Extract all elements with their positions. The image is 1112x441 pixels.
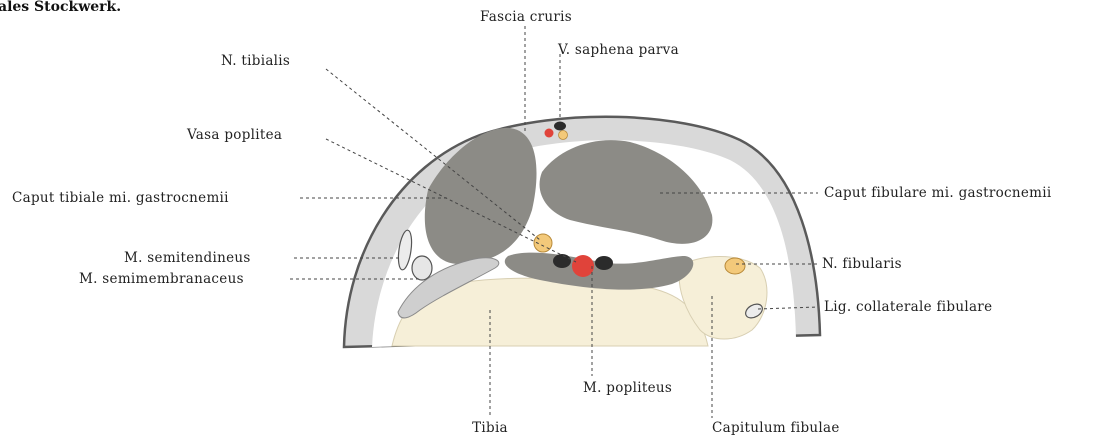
label-m-semitendineus: M. semitendineus — [124, 250, 251, 266]
label-n-tibialis: N. tibialis — [221, 53, 290, 69]
label-v-saphena-parva: V. saphena parva — [557, 42, 679, 58]
header-fragment: ales Stockwerk. — [0, 0, 121, 15]
label-vasa-poplitea: Vasa poplitea — [186, 127, 282, 143]
m-semimembranaceus-tendon — [412, 256, 432, 280]
label-caput-fibulare: Caput fibulare mi. gastrocnemii — [824, 185, 1052, 201]
popliteal-artery — [572, 255, 594, 277]
label-fascia-cruris: Fascia cruris — [480, 9, 572, 25]
label-m-popliteus: M. popliteus — [583, 380, 672, 396]
v-saphena-parva-vein — [554, 122, 566, 131]
popliteal-vein-right — [595, 256, 613, 270]
n-fibularis-nerve — [725, 258, 745, 274]
label-lig-collaterale: Lig. collaterale fibulare — [824, 299, 992, 315]
label-m-semimembranaceus: M. semimembranaceus — [79, 271, 244, 287]
popliteal-vein-left — [553, 254, 571, 268]
label-caput-tibiale: Caput tibiale mi. gastrocnemii — [12, 190, 229, 206]
small-nerve-right — [559, 131, 568, 140]
small-artery-left — [545, 129, 554, 138]
label-capitulum-fibulae: Capitulum fibulae — [712, 420, 840, 436]
label-n-fibularis: N. fibularis — [822, 256, 902, 272]
label-tibia: Tibia — [472, 420, 508, 436]
